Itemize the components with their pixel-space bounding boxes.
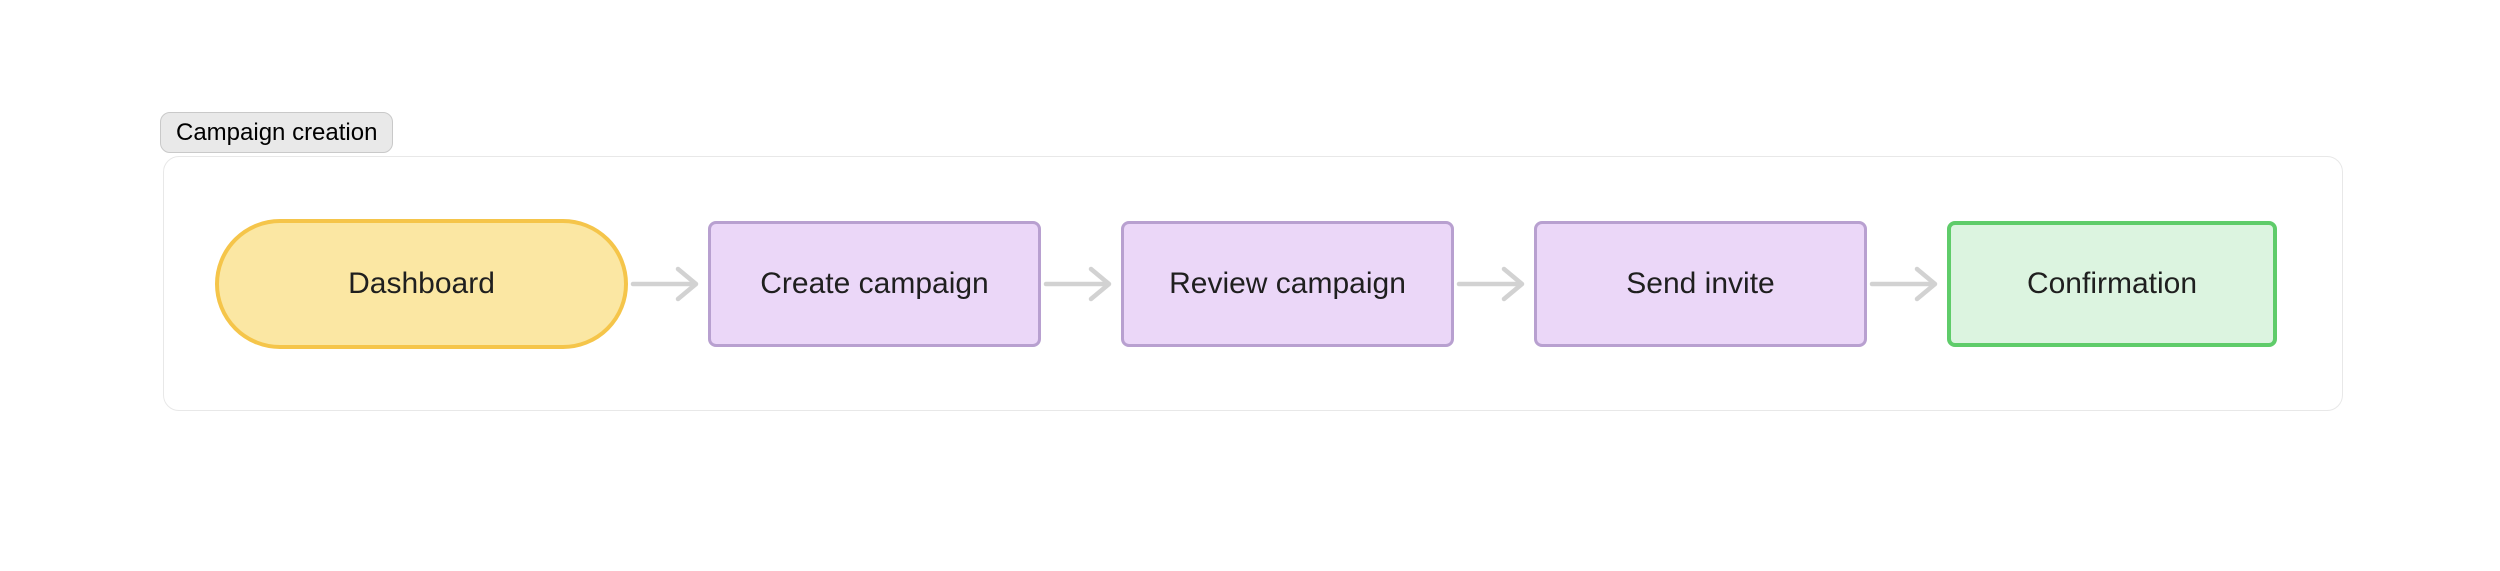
diagram-title-label: Campaign creation: [176, 118, 378, 146]
flow-node-label: Review campaign: [1169, 266, 1406, 300]
flow-node-confirmation: Confirmation: [1947, 220, 2277, 347]
flowchart-panel: Dashboard Create campaign Review campaig…: [163, 156, 2343, 411]
flow-node-label: Create campaign: [760, 266, 989, 300]
diagram-title-badge: Campaign creation: [160, 112, 394, 153]
flow-node-label: Dashboard: [348, 266, 495, 300]
flow-node-send-invite: Send invite: [1534, 220, 1867, 347]
flow-node-review-campaign: Review campaign: [1121, 220, 1454, 347]
flow-arrow-icon: [1869, 266, 1938, 301]
flow-arrow-icon: [1043, 266, 1112, 301]
flow-node-create-campaign: Create campaign: [708, 220, 1041, 347]
flow-arrow-icon: [1456, 266, 1525, 301]
flow-node-dashboard: Dashboard: [215, 218, 628, 349]
flow-arrow-icon: [630, 266, 699, 301]
flow-node-label: Send invite: [1626, 266, 1775, 300]
flow-node-label: Confirmation: [2026, 266, 2198, 300]
